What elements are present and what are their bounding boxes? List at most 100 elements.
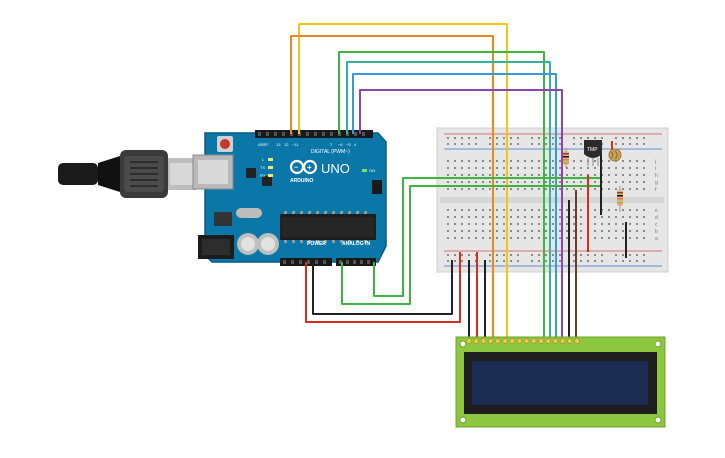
breadboard-hole [482,167,484,169]
breadboard-hole [580,167,582,169]
breadboard-hole [475,160,477,162]
breadboard-hole [622,188,624,190]
breadboard-hole [447,209,449,211]
breadboard-hole [643,160,645,162]
breadboard-hole [482,174,484,176]
breadboard-hole [573,230,575,232]
tmp-sensor-label: TMP [587,147,598,153]
breadboard-hole [636,254,638,256]
breadboard-hole [566,209,568,211]
wire-red-5v [305,252,461,323]
breadboard-hole [489,174,491,176]
breadboard-hole [573,174,575,176]
breadboard-hole [489,216,491,218]
breadboard-hole [531,260,533,262]
bb-row-letter: d [655,215,658,221]
svg-text:4: 4 [354,142,357,147]
breadboard-hole [538,209,540,211]
breadboard-hole [454,254,456,256]
breadboard-hole [601,254,603,256]
breadboard-hole [524,216,526,218]
lcd-pin [552,338,558,344]
svg-text:12: 12 [284,142,289,147]
breadboard-hole [454,209,456,211]
svg-text:~6: ~6 [338,142,343,147]
breadboard-hole [594,167,596,169]
breadboard-hole [552,237,554,239]
breadboard-hole [496,230,498,232]
breadboard-hole [489,237,491,239]
breadboard-hole [615,143,617,145]
breadboard-hole [580,137,582,139]
breadboard-hole [517,260,519,262]
breadboard-hole [643,137,645,139]
breadboard-hole [503,181,505,183]
breadboard-hole [636,181,638,183]
lcd-pin [574,338,580,344]
breadboard-hole [559,160,561,162]
breadboard-hole [531,254,533,256]
lcd-pin [531,338,537,344]
wire-green-analog-b [341,185,600,305]
breadboard-hole [636,143,638,145]
breadboard-hole [552,260,554,262]
svg-text:13: 13 [276,142,281,147]
breadboard-hole [531,188,533,190]
breadboard-hole [559,181,561,183]
breadboard-hole [559,188,561,190]
breadboard-hole [538,223,540,225]
breadboard-hole [573,188,575,190]
breadboard-hole [636,137,638,139]
breadboard-hole [496,181,498,183]
breadboard-hole [622,137,624,139]
breadboard-hole [489,167,491,169]
breadboard-hole [524,209,526,211]
breadboard-hole [447,230,449,232]
breadboard-hole [503,237,505,239]
breadboard-hole [517,160,519,162]
breadboard-hole [538,167,540,169]
breadboard-hole [517,181,519,183]
breadboard-hole [461,260,463,262]
svg-text:~5: ~5 [346,142,351,147]
breadboard-hole [538,230,540,232]
breadboard-hole [580,181,582,183]
photoresistor [608,148,622,162]
breadboard-hole [496,216,498,218]
svg-text:~11: ~11 [292,142,299,147]
breadboard-hole [524,160,526,162]
breadboard-hole [643,167,645,169]
breadboard-hole [594,181,596,183]
breadboard-hole [608,181,610,183]
breadboard-hole [531,223,533,225]
breadboard-hole [594,209,596,211]
breadboard-hole [552,143,554,145]
breadboard-hole [482,237,484,239]
breadboard-hole [447,260,449,262]
breadboard-hole [461,181,463,183]
breadboard-hole [510,223,512,225]
breadboard-hole [629,216,631,218]
temperature-sensor: TMP [584,140,602,166]
resistor-2 [617,186,623,212]
breadboard-hole [622,209,624,211]
breadboard-hole [475,216,477,218]
breadboard-hole [636,167,638,169]
breadboard-hole [475,181,477,183]
breadboard-hole [643,174,645,176]
breadboard-hole [629,223,631,225]
breadboard-hole [496,237,498,239]
breadboard-hole [468,254,470,256]
breadboard-hole [447,160,449,162]
breadboard-hole [643,181,645,183]
breadboard-hole [496,254,498,256]
svg-text:−: − [294,165,298,172]
breadboard-hole [580,174,582,176]
breadboard-hole [629,143,631,145]
breadboard-hole [643,237,645,239]
breadboard-hole [489,230,491,232]
breadboard-hole [566,223,568,225]
breadboard-hole [601,137,603,139]
breadboard-hole [468,167,470,169]
breadboard-hole [503,188,505,190]
